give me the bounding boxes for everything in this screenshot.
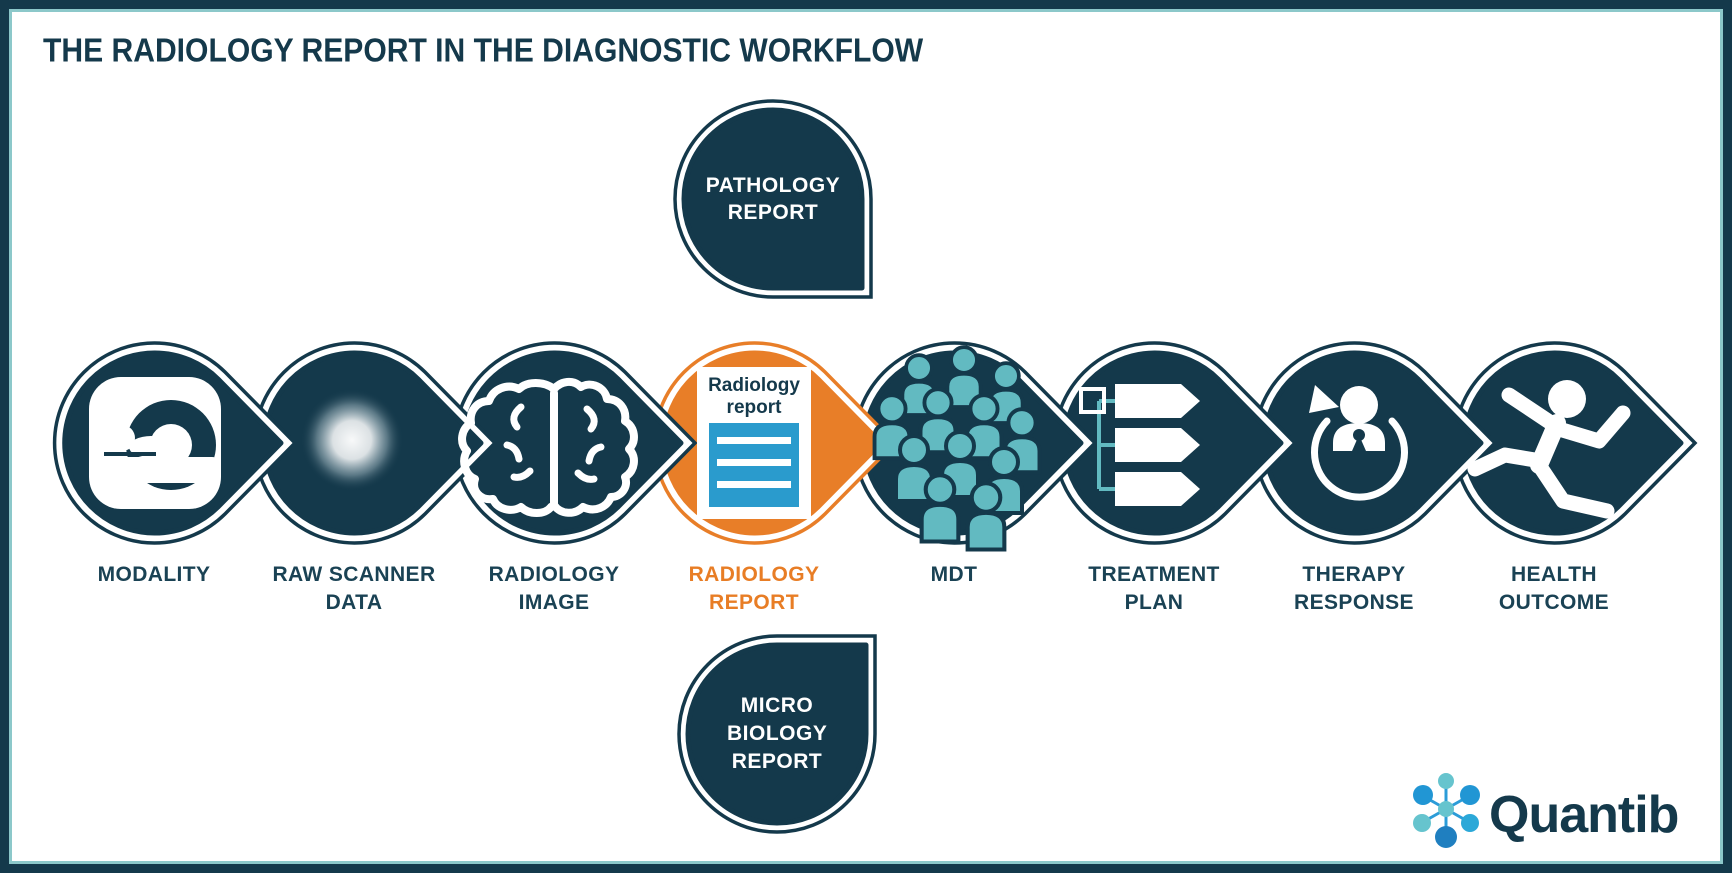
quantib-logo-icon xyxy=(1413,773,1480,848)
scan-blur-icon xyxy=(288,376,416,504)
label-treatment-plan: TREATMENT PLAN xyxy=(1088,563,1220,614)
brain-icon xyxy=(458,378,638,517)
cycle-person-icon xyxy=(1309,385,1408,501)
label-raw-scanner-data: RAW SCANNER DATA xyxy=(272,563,436,614)
microbiology-report-label: MICRO BIOLOGY REPORT xyxy=(727,694,828,773)
workflow-diagram xyxy=(52,99,1698,848)
mri-scanner-icon xyxy=(89,377,221,509)
microbiology-report-bubble xyxy=(677,634,877,834)
report-document-title: Radiology report xyxy=(708,375,800,418)
running-person-icon xyxy=(1467,380,1631,519)
page-title: THE RADIOLOGY REPORT IN THE DIAGNOSTIC W… xyxy=(43,31,924,69)
label-radiology-report: RADIOLOGY REPORT xyxy=(688,563,820,614)
label-mdt: MDT xyxy=(930,563,978,586)
pathology-report-label: PATHOLOGY REPORT xyxy=(705,174,841,224)
report-document-icon xyxy=(697,367,811,519)
label-therapy-response: THERAPY RESPONSE xyxy=(1294,563,1414,614)
label-modality: MODALITY xyxy=(97,563,211,586)
pathology-report-bubble xyxy=(673,99,873,299)
treatment-plan-icon xyxy=(1079,384,1200,506)
quantib-logo-text: Quantib xyxy=(1489,786,1679,844)
label-health-outcome: HEALTH OUTCOME xyxy=(1498,563,1610,614)
label-radiology-image: RADIOLOGY IMAGE xyxy=(488,563,620,614)
